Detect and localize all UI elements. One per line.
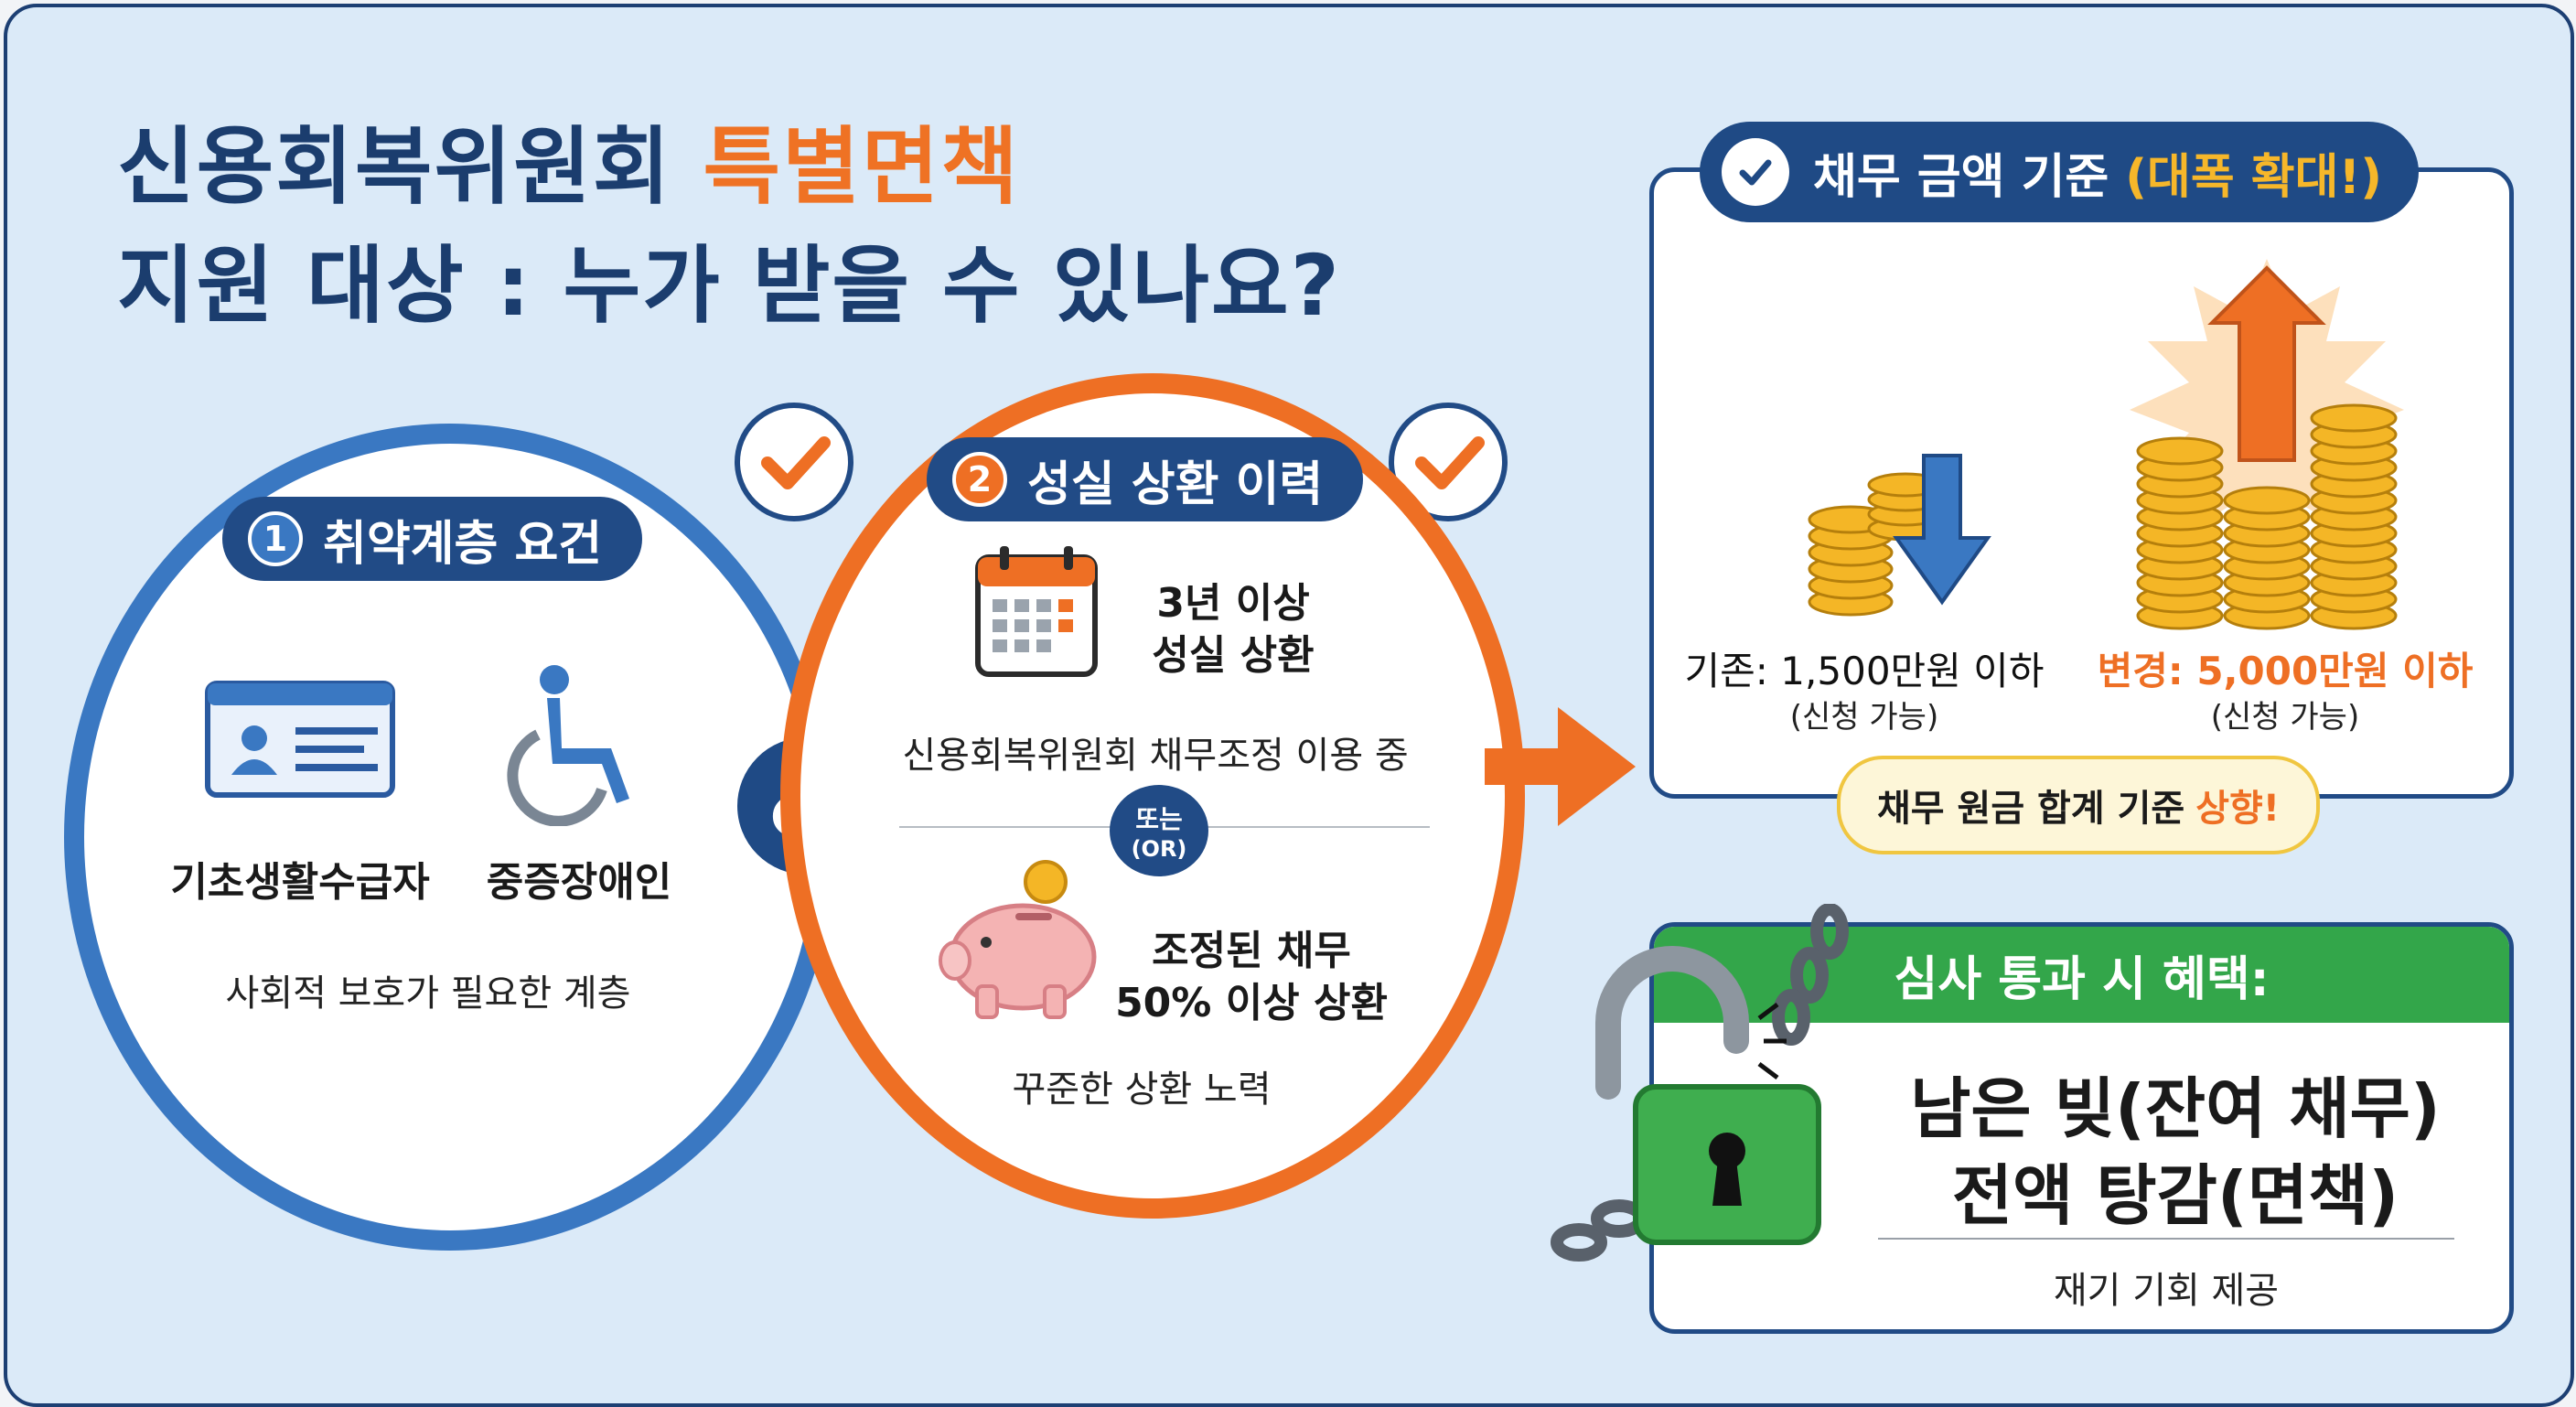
option-b-line1: 조정된 채무 [1152, 928, 1351, 974]
piggy-bank-icon [939, 860, 1097, 1019]
option-a-note: 신용회복위원회 채무조정 이용 중 [902, 735, 1409, 777]
debt-note-highlight: 상향! [2195, 788, 2281, 830]
debt-criteria-highlight: (대폭 확대!) [2125, 149, 2382, 205]
condition1-note: 사회적 보호가 필요한 계층 [225, 972, 631, 1015]
or-badge: 또는 (OR) [1110, 785, 1208, 876]
condition2-heading-pill: 2 성실 상환 이력 [927, 437, 1364, 521]
arrow-right-icon [1485, 707, 1636, 826]
condition1-heading-pill: 1 취약계층 요건 [222, 497, 643, 581]
debt-criteria-heading-pill: 채무 금액 기준 (대폭 확대!) [1700, 122, 2419, 222]
benefit-panel: 심사 통과 시 혜택: 남은 빚(잔여 채무) 전액 탕감(면책) 재기 기회 … [1649, 922, 2514, 1334]
condition1-number: 1 [248, 511, 303, 566]
benefit-line-2: 전액 탕감(면책) [1951, 1157, 2399, 1234]
benefit-divider [1878, 1238, 2454, 1240]
coins-down-icon [1808, 454, 1991, 617]
title-line-1: 신용회복위원회 특별면책 [117, 99, 1020, 220]
unlocked-padlock-icon [1551, 904, 1849, 1262]
check-icon-1 [735, 403, 853, 521]
coins-up-icon [2130, 259, 2404, 630]
before-limit-label: 기존: 1,500만원 이하 [1684, 649, 2045, 693]
condition1-item-0: 기초생활수급자 [170, 859, 430, 906]
after-limit-label: 변경: 5,000만원 이하 [2097, 649, 2474, 693]
after-limit-sub: (신청 가능) [2210, 699, 2360, 736]
or-label-en: (OR) [1131, 836, 1187, 862]
option-a-line1: 3년 이상 [1156, 580, 1310, 627]
debt-criteria-heading: 채무 금액 기준 [1813, 149, 2109, 205]
check-icon-2 [1389, 403, 1508, 521]
title-accent: 특별면책 [703, 118, 1021, 216]
infographic-frame: 신용회복위원회 특별면책 지원 대상 : 누가 받을 수 있나요? 1 취약계층… [4, 4, 2574, 1407]
debt-note-main: 채무 원금 합계 기준 [1877, 788, 2185, 830]
or-label: 또는 [1135, 804, 1183, 834]
condition2-number: 2 [952, 452, 1007, 507]
option-b-line2: 50% 이상 상환 [1115, 980, 1388, 1026]
before-limit-sub: (신청 가능) [1789, 699, 1939, 736]
benefit-sub: 재기 기회 제공 [2053, 1270, 2280, 1312]
check-badge-icon [1722, 138, 1789, 206]
debt-note-pill: 채무 원금 합계 기준 상향! [1837, 756, 2321, 854]
condition2-heading: 성실 상환 이력 [1027, 456, 1324, 512]
id-card-icon [205, 681, 395, 798]
condition1-heading: 취약계층 요건 [323, 516, 603, 572]
wheelchair-icon [507, 665, 629, 826]
option-a-line2: 성실 상환 [1152, 632, 1315, 679]
option-b-note: 꾸준한 상환 노력 [1012, 1069, 1272, 1111]
title-main: 신용회복위원회 [117, 118, 703, 216]
title-line-2: 지원 대상 : 누가 받을 수 있나요? [117, 237, 1342, 335]
calendar-icon [975, 546, 1098, 677]
condition1-item-1: 중증장애인 [486, 859, 672, 906]
benefit-line-1: 남은 빚(잔여 채무) [1910, 1070, 2441, 1147]
